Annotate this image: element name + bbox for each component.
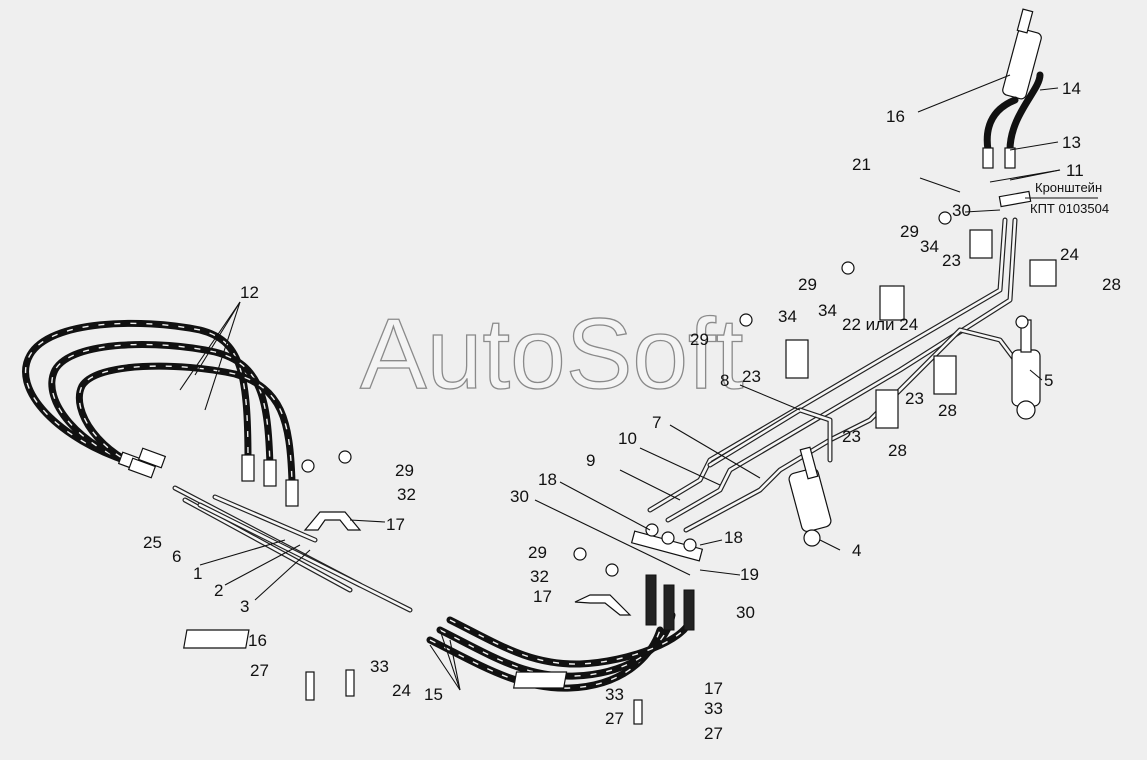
callout-29-left: 29 — [690, 330, 709, 349]
middle-pipelines — [647, 217, 1018, 533]
callout-24-right: 24 — [1060, 245, 1079, 264]
callout-29-top: 29 — [900, 222, 919, 241]
callout-27-low-left: 27 — [605, 709, 624, 728]
callout-6: 6 — [172, 547, 181, 566]
callout-25: 24 — [392, 681, 411, 700]
callout-16: 16 — [886, 107, 905, 126]
callout-21: 19 — [740, 565, 759, 584]
callout-7: 7 — [652, 413, 661, 432]
callout-30-mid: 30 — [510, 487, 529, 506]
bracket-note: Кронштейн КПТ 0103504 — [1030, 180, 1109, 216]
callout-13: 13 — [1062, 133, 1081, 152]
brackets-and-plates — [183, 511, 632, 689]
lower-hoses-15 — [426, 611, 694, 692]
callout-27-low-right: 27 — [704, 724, 723, 743]
callout-5: 5 — [1044, 371, 1053, 390]
callout-23-a: 22 или 24 — [842, 315, 918, 334]
callout-30-top: 30 — [952, 201, 971, 220]
callout-27-left: 27 — [250, 661, 269, 680]
callout-15: 15 — [424, 685, 443, 704]
callout-33-left: 33 — [370, 657, 389, 676]
bolts-and-nuts — [301, 211, 952, 725]
center-fittings — [630, 523, 704, 631]
callout-18-low: 17 — [533, 587, 552, 606]
callout-26: 25 — [143, 533, 162, 552]
callout-23-c: 23 — [905, 389, 924, 408]
callout-17-low: 17 — [704, 679, 723, 698]
callout-20: 18 — [724, 528, 743, 547]
callout-23-b: 23 — [742, 367, 761, 386]
callout-29-low: 29 — [528, 543, 547, 562]
leader-lines — [179, 74, 1098, 691]
callout-12: 12 — [240, 283, 259, 302]
callout-28-top: 28 — [1102, 275, 1121, 294]
callout-29-left-top: 29 — [395, 461, 414, 480]
callout-34-mid: 34 — [818, 301, 837, 320]
callout-19: 18 — [538, 470, 557, 489]
callout-3: 3 — [240, 597, 249, 616]
watermark-text: AutoSoft — [360, 298, 744, 410]
callout-1: 1 — [193, 564, 202, 583]
callout-28-low: 28 — [888, 441, 907, 460]
lower-tube-bundle — [172, 485, 413, 613]
callout-10: 10 — [618, 429, 637, 448]
cylinder-5 — [1011, 315, 1041, 420]
callout-18-left: 17 — [386, 515, 405, 534]
callout-34-top: 34 — [920, 237, 939, 256]
callout-32-left-top: 32 — [397, 485, 416, 504]
callout-22: 21 — [852, 155, 871, 174]
callout-17-left: 16 — [248, 631, 267, 650]
callout-33-low-right: 33 — [704, 699, 723, 718]
callout-30-low: 30 — [736, 603, 755, 622]
callout-32-low: 32 — [530, 567, 549, 586]
hose-loops-12 — [22, 319, 296, 486]
callout-9: 9 — [586, 451, 595, 470]
cylinder-4 — [788, 446, 832, 547]
callout-29-mid: 29 — [798, 275, 817, 294]
callout-11: 11 — [1066, 161, 1084, 180]
callout-28-mid: 28 — [938, 401, 957, 420]
upper-hoses — [982, 71, 1044, 208]
callout-23-d: 23 — [842, 427, 861, 446]
hose-fittings — [117, 447, 299, 507]
callout-2: 2 — [214, 581, 223, 600]
clamp-blocks — [785, 229, 1057, 429]
note-line-2: КПТ 0103504 — [1030, 201, 1109, 216]
cylinder-16 — [1002, 8, 1042, 100]
callouts: 12 16 14 13 11 21 30 29 34 23 24 28 29 3… — [143, 79, 1121, 743]
callout-33-low-left: 33 — [605, 685, 624, 704]
callout-4: 4 — [852, 541, 861, 560]
note-line-1: Кронштейн — [1035, 180, 1102, 195]
callout-14: 14 — [1062, 79, 1081, 98]
callout-34-left: 34 — [778, 307, 797, 326]
callout-24-top: 23 — [942, 251, 961, 270]
callout-8: 8 — [720, 371, 729, 390]
